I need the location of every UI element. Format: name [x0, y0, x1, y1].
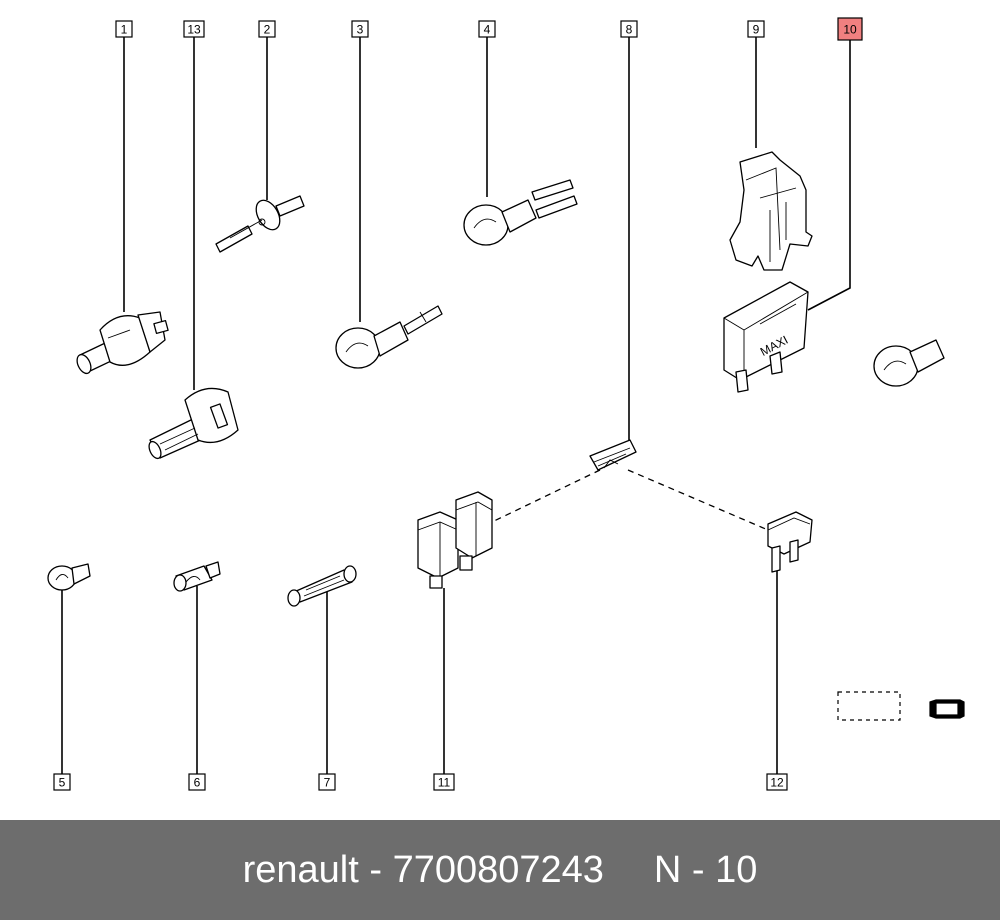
callout-label-3: 3 [357, 23, 364, 37]
callout-11[interactable]: 11 [433, 773, 455, 791]
callout-label-6: 6 [194, 776, 201, 790]
flange-bulb-2[interactable] [215, 195, 305, 253]
bayonet-bulb[interactable] [873, 339, 945, 387]
callout-2[interactable]: 2 [258, 20, 276, 38]
callout-label-1: 1 [121, 23, 128, 37]
part-number-text: renault - 7700807243 [242, 848, 604, 891]
callout-label-7: 7 [324, 776, 331, 790]
festoon-bulb-7[interactable] [287, 565, 357, 607]
callout-7[interactable]: 7 [318, 773, 336, 791]
blade-fuses-11[interactable] [417, 491, 493, 589]
mini-fuse-12[interactable] [767, 511, 813, 573]
callout-6[interactable]: 6 [188, 773, 206, 791]
callout-4[interactable]: 4 [478, 20, 496, 38]
callout-3[interactable]: 3 [351, 20, 369, 38]
callout-10[interactable]: 10 [837, 17, 863, 41]
leader-lines [61, 37, 851, 774]
callout-label-13: 13 [187, 23, 201, 37]
connector-symbol [929, 699, 965, 719]
callout-1[interactable]: 1 [115, 20, 133, 38]
callout-label-2: 2 [264, 23, 271, 37]
callout-8[interactable]: 8 [620, 20, 638, 38]
callout-label-10: 10 [843, 23, 857, 37]
callout-label-8: 8 [626, 23, 633, 37]
stop-bulb-4[interactable] [463, 179, 578, 246]
dashed-frame-symbol [837, 691, 901, 721]
capless-bulb-5[interactable] [47, 563, 91, 591]
callout-label-4: 4 [484, 23, 491, 37]
indicator-bulb-3[interactable] [335, 305, 443, 369]
callout-label-11: 11 [438, 776, 451, 790]
dashed-connectors [491, 469, 769, 531]
callout-9[interactable]: 9 [747, 20, 765, 38]
callout-label-5: 5 [59, 776, 66, 790]
capless-bulb-6[interactable] [173, 561, 221, 592]
fuse-puller-8[interactable] [589, 439, 637, 471]
callout-12[interactable]: 12 [766, 773, 788, 791]
callout-5[interactable]: 5 [53, 773, 71, 791]
headlamp-bulb-1[interactable] [74, 311, 169, 376]
legend-symbols [837, 691, 965, 721]
fuse-holder-9[interactable] [729, 151, 813, 271]
maxi-fuse-10[interactable]: MAXI [723, 281, 809, 393]
callout-label-9: 9 [753, 23, 760, 37]
reference-text: N - 10 [653, 848, 758, 891]
callout-13[interactable]: 13 [183, 20, 205, 38]
headlamp-bulb-13[interactable] [147, 387, 239, 460]
callout-label-12: 12 [770, 776, 784, 790]
parts-diagram: 1 13 2 3 4 8 9 10 5 6 7 11 [47, 17, 965, 791]
footer-bar: renault - 7700807243 N - 10 [0, 820, 1000, 920]
